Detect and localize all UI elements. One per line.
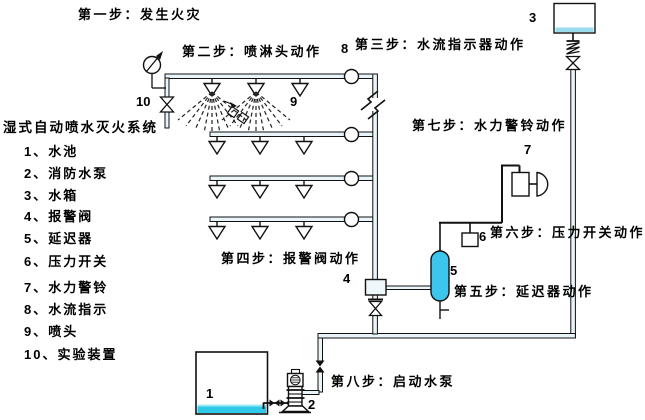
pipe-break-icon	[360, 90, 386, 120]
marker-delayer: 5	[450, 263, 458, 278]
step-2-label: 第二步：喷淋头动作	[182, 44, 322, 59]
check-valve-spring-icon	[566, 41, 580, 55]
step-3-label: 第三步：水流指示器动作	[355, 37, 526, 52]
fire-pump-icon	[279, 360, 325, 414]
marker-bell: 7	[524, 142, 532, 157]
step-5-label: 第五步：延迟器动作	[454, 284, 594, 299]
water-pool-icon	[195, 351, 269, 415]
bell-gong-icon	[536, 171, 549, 197]
legend-item-test-device: 10、实验装置	[24, 347, 118, 362]
discharge-check-valve-icon	[315, 360, 325, 373]
tank-check-valve-icon	[564, 55, 582, 71]
pump-base	[280, 405, 311, 413]
pump-riser-upper	[317, 337, 323, 362]
water-flow-indicator-icons	[343, 68, 360, 228]
marker-pool: 1	[206, 386, 214, 401]
alarm-valve-icon	[364, 278, 387, 317]
alarm-bell-assembly	[439, 164, 549, 224]
step-7-label: 第七步：水力警铃动作	[412, 118, 568, 133]
flow-indicator-4	[343, 211, 360, 228]
marker-pressure-switch: 6	[479, 229, 487, 244]
delayer-icon	[430, 223, 450, 319]
fire-spot-icon	[223, 100, 250, 125]
legend-item-pressure-switch: 6、压力开关	[24, 254, 109, 269]
marker-tank: 3	[529, 10, 537, 25]
pump-riser-lower	[317, 371, 323, 393]
legend-item-bell: 7、水力警铃	[24, 280, 109, 295]
legend-item-tank: 3、水箱	[24, 188, 79, 203]
legend-title: 湿式自动喷水灭火系统	[3, 120, 158, 135]
legend-item-sprinkler: 9、喷头	[24, 324, 79, 339]
pool-water	[197, 404, 266, 413]
marker-flow-indicator: 8	[341, 41, 349, 56]
test-device-icon	[142, 51, 175, 113]
test-pipe-lower	[164, 111, 170, 129]
pump-outlet-pipe	[301, 390, 320, 395]
bell-body	[511, 171, 530, 197]
marker-test-device: 10	[136, 94, 151, 109]
step-6-label: 第六步：压力开关动作	[490, 225, 645, 240]
step-8-label: 第八步：启动水泵	[331, 374, 456, 389]
flow-indicator-1	[343, 68, 360, 85]
legend-item-pump: 2、消防水泵	[24, 166, 109, 181]
tank-water	[555, 27, 594, 32]
branch-pipe-1	[164, 73, 376, 79]
flow-indicator-3	[343, 170, 360, 187]
valve-delayer-pipe	[385, 285, 432, 290]
legend-item-pool: 1、水池	[24, 144, 79, 159]
step-4-label: 第四步：报警阀动作	[221, 251, 361, 266]
marker-sprinkler: 9	[290, 94, 298, 109]
valve-bottom-stub	[372, 314, 378, 335]
bottom-main-pipe	[317, 333, 576, 339]
legend-item-flow-indicator: 8、水流指示	[24, 302, 109, 317]
water-tank-icon	[553, 2, 596, 71]
pressure-switch-icon	[461, 223, 479, 248]
legend-item-alarm-valve: 4、报警阀	[24, 209, 94, 224]
test-valve-icon	[159, 96, 175, 113]
flow-indicator-2	[343, 126, 360, 143]
spray-pattern-icon	[177, 91, 291, 134]
step-1-label: 第一步：发生火灾	[78, 7, 203, 22]
legend-item-delayer: 5、延迟器	[24, 231, 94, 246]
marker-alarm-valve: 4	[343, 271, 351, 286]
sprinkler-head-icons	[202, 79, 314, 241]
marker-pump: 2	[308, 397, 316, 412]
